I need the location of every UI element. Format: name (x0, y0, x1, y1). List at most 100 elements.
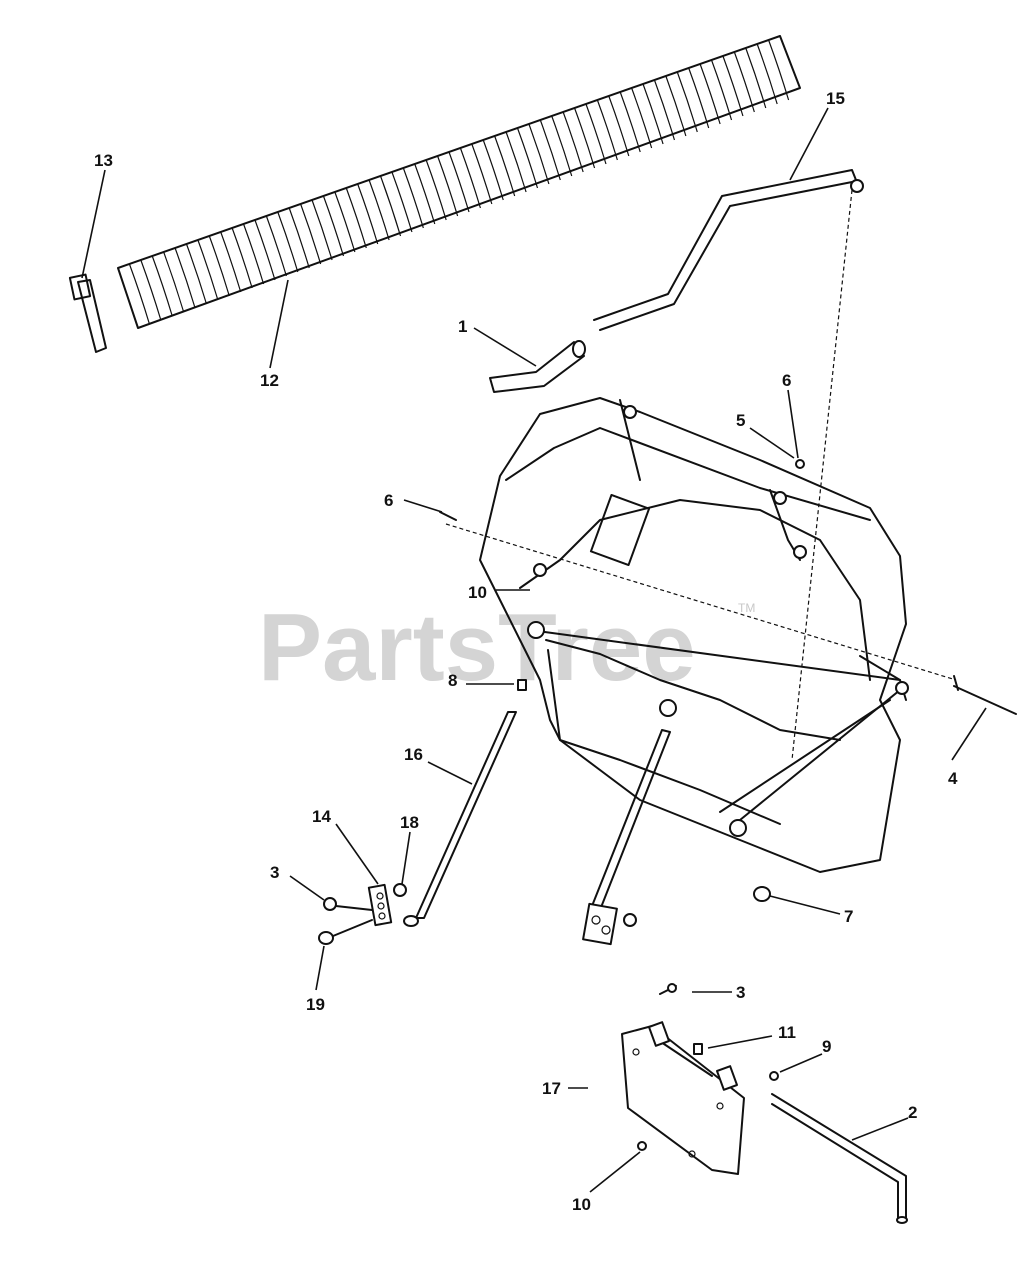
hose-rib (710, 59, 733, 121)
hose-rib (494, 135, 516, 197)
callout-6: 6 (782, 371, 791, 390)
hose-rib (140, 259, 162, 321)
hose-rib (459, 147, 481, 209)
callout-19: 19 (306, 995, 325, 1014)
part-9-nut (769, 1071, 779, 1081)
part-12-hose (117, 35, 801, 329)
lower-arm (582, 729, 671, 946)
hose-rib (345, 187, 367, 249)
hose-rib (505, 131, 527, 193)
part-2-rod (771, 1093, 908, 1224)
callout-5: 5 (736, 411, 745, 430)
hose-rib (642, 83, 664, 145)
callout-9: 9 (822, 1037, 831, 1056)
hose-rib (425, 159, 447, 221)
hose-rib (619, 91, 641, 153)
hose-rib (151, 255, 173, 317)
collector-frame (479, 397, 909, 873)
callout-10: 10 (468, 583, 487, 602)
callout-8: 8 (448, 671, 457, 690)
hose-rib (437, 155, 459, 217)
hose-rib (699, 63, 721, 125)
watermark-tm: TM (738, 601, 755, 615)
part-15-rod (593, 169, 864, 331)
part-13-clamp (68, 273, 107, 353)
hose-rib (596, 99, 618, 161)
callout-13: 13 (94, 151, 113, 170)
part-6b-nut (795, 459, 805, 469)
hose-rib (357, 183, 379, 245)
hose-rib (562, 111, 584, 173)
part-19-bushing (318, 919, 373, 945)
hose-rib (402, 167, 424, 229)
part-17-plate (621, 1021, 745, 1175)
part-11-pin (693, 1043, 703, 1055)
hose-rib (174, 247, 196, 309)
hose-rib (539, 119, 561, 181)
callout-12: 12 (260, 371, 279, 390)
callout-15: 15 (826, 89, 845, 108)
callout-7: 7 (844, 907, 853, 926)
hose-rib (197, 239, 219, 301)
callout-3: 3 (270, 863, 279, 882)
hose-rib (391, 171, 413, 233)
callout-10-lower: 10 (572, 1195, 591, 1214)
hose-rib (128, 263, 150, 325)
hose-rib (733, 51, 755, 113)
hose-rib (573, 107, 596, 169)
hose-rib (220, 231, 242, 293)
hose-rib (482, 139, 504, 201)
hose-rib (379, 175, 402, 237)
part-10b-nut (637, 1141, 647, 1151)
callout-6-left: 6 (384, 491, 393, 510)
hose-rib (722, 55, 744, 117)
hose-rib (516, 127, 539, 189)
hose-rib (288, 207, 310, 269)
part-1-tube (489, 340, 586, 393)
part-18-nut (393, 883, 407, 897)
callout-4: 4 (948, 769, 958, 788)
hose-rib (163, 251, 185, 313)
part-16-rod (403, 711, 517, 927)
hose-rib (265, 215, 287, 277)
hose-rib (185, 243, 208, 305)
hose-rib (448, 151, 470, 213)
hose-rib (414, 163, 436, 225)
hose-rib (665, 75, 687, 137)
hose-rib (300, 203, 322, 265)
callout-11: 11 (778, 1023, 796, 1042)
callout-2: 2 (908, 1103, 917, 1122)
hose-rib (528, 123, 550, 185)
callouts: 13 12 15 1 6 5 6 10 8 4 16 14 18 3 19 7 … (94, 89, 958, 1214)
hose-rib (688, 67, 710, 129)
hose-rib (471, 143, 493, 205)
callout-14: 14 (312, 807, 331, 826)
part-6a-pin (439, 511, 457, 521)
hose-rib (551, 115, 573, 177)
hose-rib (322, 195, 345, 257)
hose-rib (277, 211, 299, 273)
hose-rib (254, 219, 276, 281)
watermark: PartsTree (258, 594, 696, 701)
part-3a-bolt (323, 897, 373, 911)
hose-rib (585, 103, 607, 165)
callout-18: 18 (400, 813, 419, 832)
hose-rib (653, 79, 676, 141)
hose-rib (334, 191, 356, 253)
hose-rib (242, 223, 265, 285)
hose-rib (368, 179, 390, 241)
hose-rib (768, 39, 790, 101)
hose-rib (608, 95, 630, 157)
part-7-nut (753, 886, 771, 902)
hose-rib (756, 43, 778, 105)
callout-16: 16 (404, 745, 423, 764)
hose-rib (231, 227, 253, 289)
leader-lines (81, 107, 987, 1193)
hose-rib (676, 71, 698, 133)
part-14-bracket (367, 883, 393, 927)
callout-1: 1 (458, 317, 467, 336)
hose-rib (631, 87, 653, 149)
callout-3-lower: 3 (736, 983, 745, 1002)
